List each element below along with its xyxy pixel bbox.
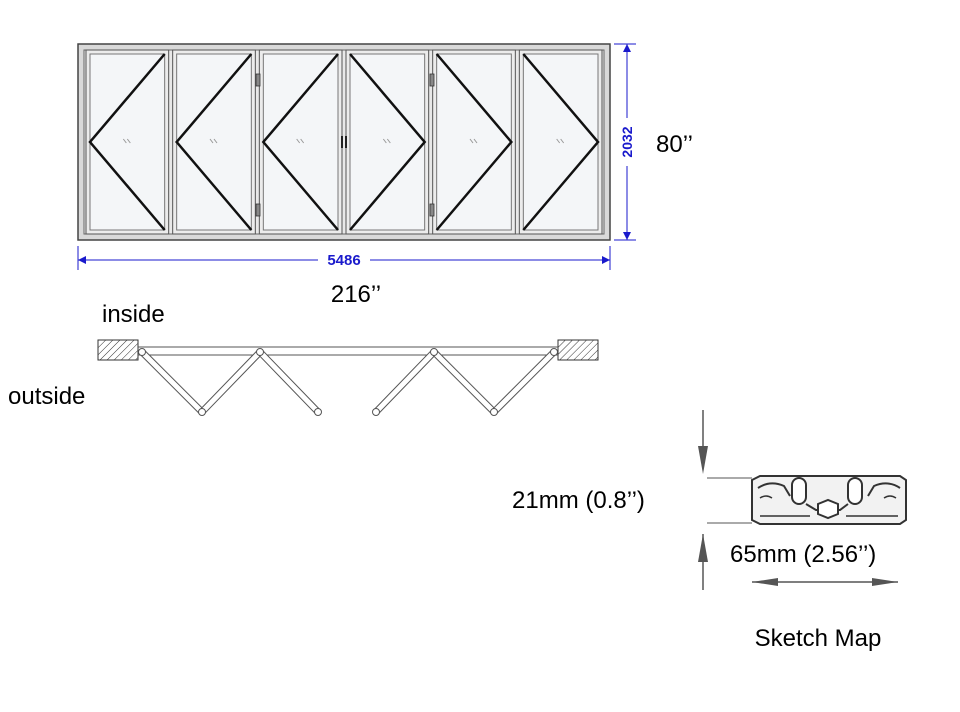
hinges xyxy=(255,73,435,217)
handle xyxy=(345,136,347,148)
wall-left xyxy=(97,339,139,361)
pivot-point xyxy=(430,348,438,356)
pivot-point xyxy=(550,348,558,356)
height-mm-label: 2032 xyxy=(619,126,635,157)
folded-panel xyxy=(139,349,205,415)
door-panel xyxy=(345,49,430,235)
pivot-point xyxy=(198,408,206,416)
handle xyxy=(341,136,343,148)
door-panels xyxy=(85,49,603,235)
wall-right xyxy=(557,339,599,361)
pivot-point xyxy=(490,408,498,416)
hinge xyxy=(429,203,435,217)
hinge xyxy=(429,73,435,87)
profile-cross-section xyxy=(751,475,907,525)
door-elevation xyxy=(77,43,611,241)
inside-label: inside xyxy=(102,301,165,328)
profile-height-dimension xyxy=(698,410,752,590)
folded-panel xyxy=(431,349,497,415)
profile-height-label: 21mm (0.8’’) xyxy=(512,487,645,514)
pivot-point xyxy=(314,408,322,416)
folding-plan xyxy=(97,339,599,416)
pivot-point xyxy=(138,348,146,356)
outside-label: outside xyxy=(8,383,85,410)
height-dimension: 2032 xyxy=(614,43,636,241)
inner-frame xyxy=(83,49,605,235)
door-panel xyxy=(258,49,343,235)
folded-panel xyxy=(199,349,263,415)
hinge xyxy=(255,73,261,87)
width-mm-label: 5486 xyxy=(327,252,360,269)
height-inch-label: 80’’ xyxy=(656,131,693,158)
sketch-map-caption: Sketch Map xyxy=(755,625,882,652)
hinge xyxy=(255,203,261,217)
profile-width-label: 65mm (2.56’’) xyxy=(730,541,876,568)
folded-panel xyxy=(373,349,437,415)
door-panel xyxy=(172,49,256,235)
pivot-point xyxy=(372,408,380,416)
folded-panels xyxy=(138,348,558,416)
door-panel xyxy=(85,49,170,235)
folded-panel xyxy=(491,349,557,415)
door-panel xyxy=(518,49,603,235)
door-panel xyxy=(432,49,516,235)
profile-width-dimension xyxy=(752,578,898,586)
width-dimension: 5486 xyxy=(77,246,611,270)
width-inch-label: 216’’ xyxy=(331,281,381,308)
pivot-point xyxy=(256,348,264,356)
folded-panel xyxy=(257,349,321,415)
